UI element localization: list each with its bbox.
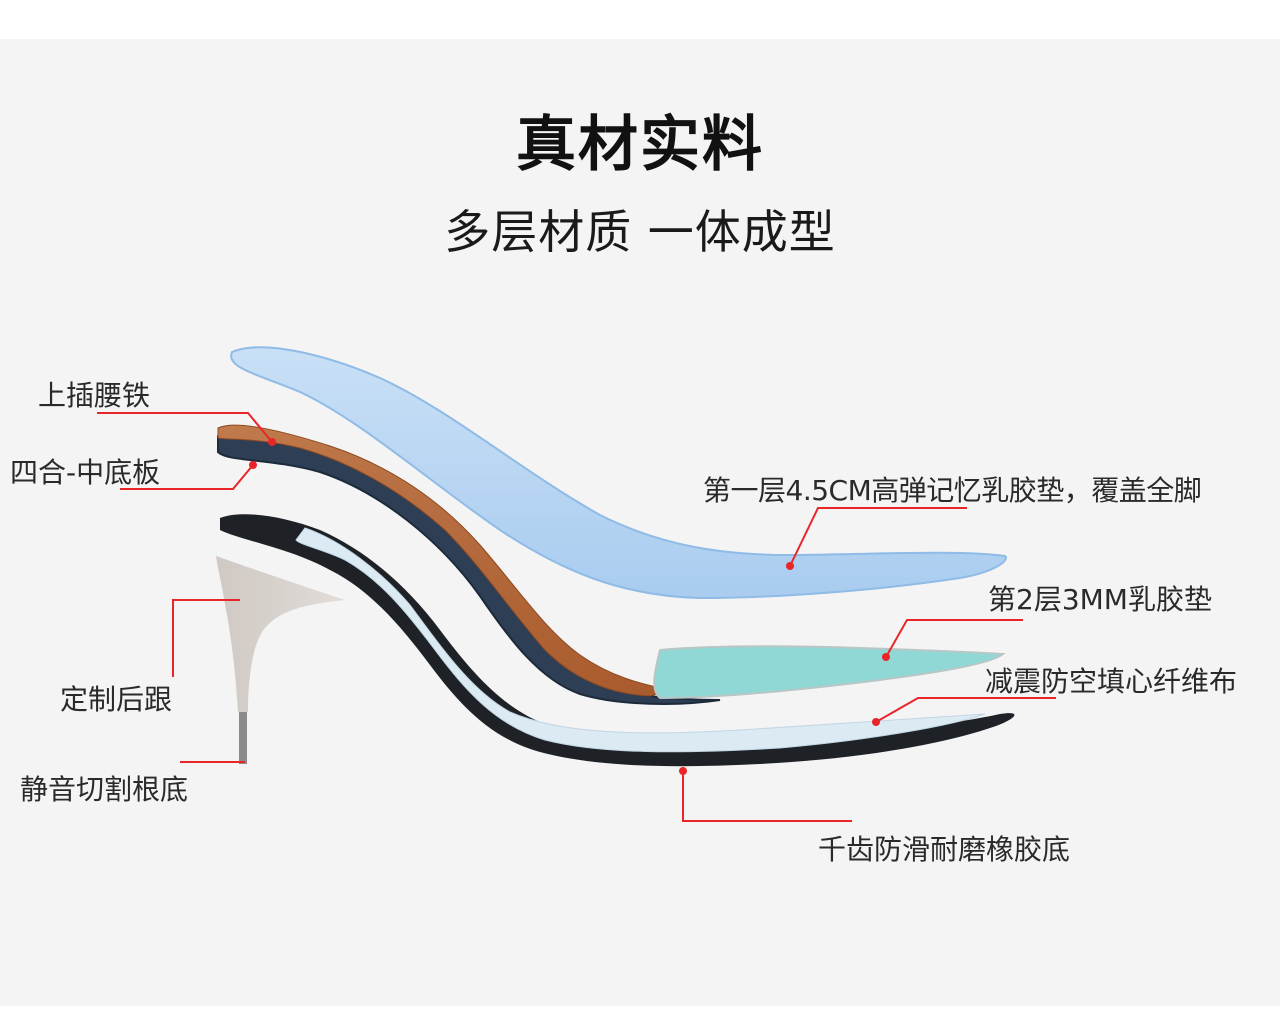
callout-dot-layer1 [786, 562, 794, 570]
label-custom-heel: 定制后跟 [60, 683, 173, 716]
custom-heel-shape [216, 556, 345, 712]
label-waist-steel: 上插腰铁 [38, 379, 151, 412]
callout-line-custom-heel [172, 599, 240, 677]
callout-dot-layer2 [882, 653, 890, 661]
callout-line-fiber [875, 697, 1056, 723]
label-layer1-foam: 第一层4.5CM高弹记忆乳胶垫，覆盖全脚 [703, 474, 1202, 507]
midsole-board-wood [217, 424, 671, 697]
callout-line-layer1 [789, 507, 967, 567]
callout-dot-waist-steel [268, 438, 276, 446]
heel-tip-shape [239, 712, 247, 764]
fiber-cloth-layer [295, 527, 986, 753]
page-subtitle: 多层材质 一体成型 [444, 205, 836, 259]
callout-line-rubber [682, 771, 852, 822]
background-panel [0, 39, 1280, 1006]
callout-dot-fiber [872, 718, 880, 726]
label-midsole-board: 四合-中底板 [10, 456, 161, 489]
label-fiber-cloth: 减震防空填心纤维布 [985, 665, 1238, 698]
callout-line-layer2 [885, 619, 1023, 658]
latex-pad-layer [653, 645, 1006, 700]
memory-foam-layer [230, 346, 1007, 600]
page-title: 真材实料 [516, 110, 764, 180]
label-rubber-sole: 千齿防滑耐磨橡胶底 [818, 833, 1071, 866]
callout-line-waist-steel [97, 412, 273, 443]
callout-dot-midsole-board [249, 461, 257, 469]
callout-line-midsole-board [120, 464, 254, 490]
label-layer2-latex: 第2层3MM乳胶垫 [988, 583, 1212, 616]
label-heel-tip: 静音切割根底 [20, 773, 189, 806]
callout-dot-rubber [679, 767, 687, 775]
